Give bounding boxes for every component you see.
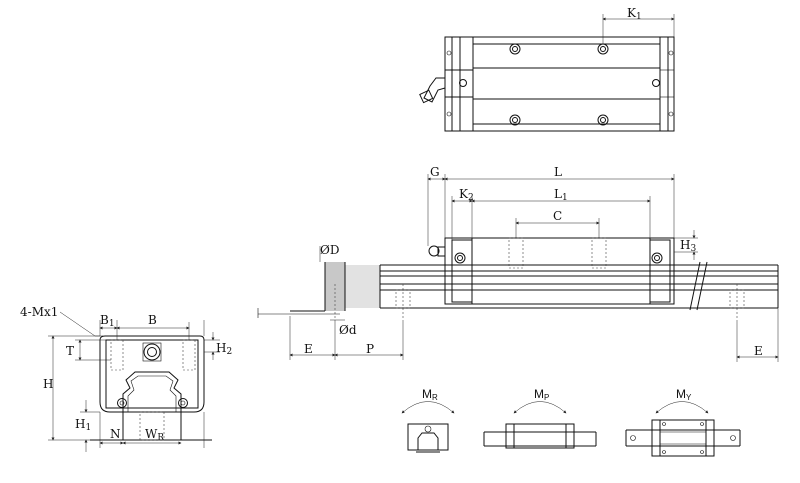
t-label: T xyxy=(66,344,74,358)
moment-label: MR xyxy=(422,387,438,402)
n-label: N xyxy=(110,427,121,441)
c-label: C xyxy=(553,209,562,223)
end-view: 4-Mx1 B1 B T xyxy=(20,305,232,452)
moment-label: MY xyxy=(676,387,692,402)
moment-mr-icon: MR xyxy=(401,387,455,453)
mounting-hole xyxy=(509,43,521,55)
l1-label: L1 xyxy=(554,187,568,203)
h-label: H xyxy=(43,377,53,391)
bore-d-label: ØD xyxy=(320,243,339,257)
side-view: L G L1 K2 C H3 ØD Ød E xyxy=(257,165,779,362)
top-view: K1 xyxy=(419,6,675,132)
e-right-label: E xyxy=(754,344,763,358)
mounting-hole xyxy=(509,114,521,126)
e-left-label: E xyxy=(304,342,313,356)
g-label: G xyxy=(430,165,440,179)
wr-label: WR xyxy=(145,427,164,443)
b1-label: B1 xyxy=(100,313,115,329)
moment-mp-icon: MP xyxy=(483,387,597,449)
k1-label: K1 xyxy=(627,6,642,22)
b-label: B xyxy=(148,313,157,327)
h2-label: H2 xyxy=(216,341,232,357)
mounting-hole xyxy=(597,43,609,55)
bolt-size-label: 4-Mx1 xyxy=(20,305,58,319)
bore-small-d-label: Ød xyxy=(339,323,357,337)
moment-my-icon: MY xyxy=(625,387,741,457)
mounting-hole xyxy=(597,114,609,126)
moment-label: MP xyxy=(534,387,549,402)
grease-nipple-icon xyxy=(419,77,446,104)
pitch-p-label: P xyxy=(366,342,374,356)
h3-label: H3 xyxy=(680,238,696,254)
h1-label: H1 xyxy=(75,417,91,433)
l-label: L xyxy=(554,165,562,179)
k2-label: K2 xyxy=(459,187,474,203)
